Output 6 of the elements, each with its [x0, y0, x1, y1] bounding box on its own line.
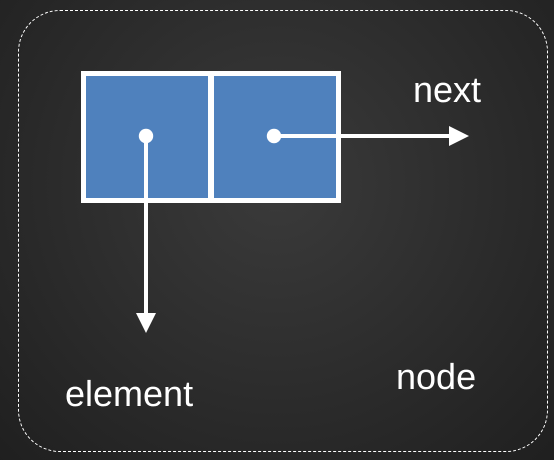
edge-label: next: [413, 72, 482, 108]
node-label: node: [396, 359, 476, 395]
pointer-arrow: [136, 128, 156, 333]
group-frame: [18, 10, 548, 452]
pointer-arrow: [266, 126, 469, 146]
edge-label: element: [65, 376, 194, 412]
